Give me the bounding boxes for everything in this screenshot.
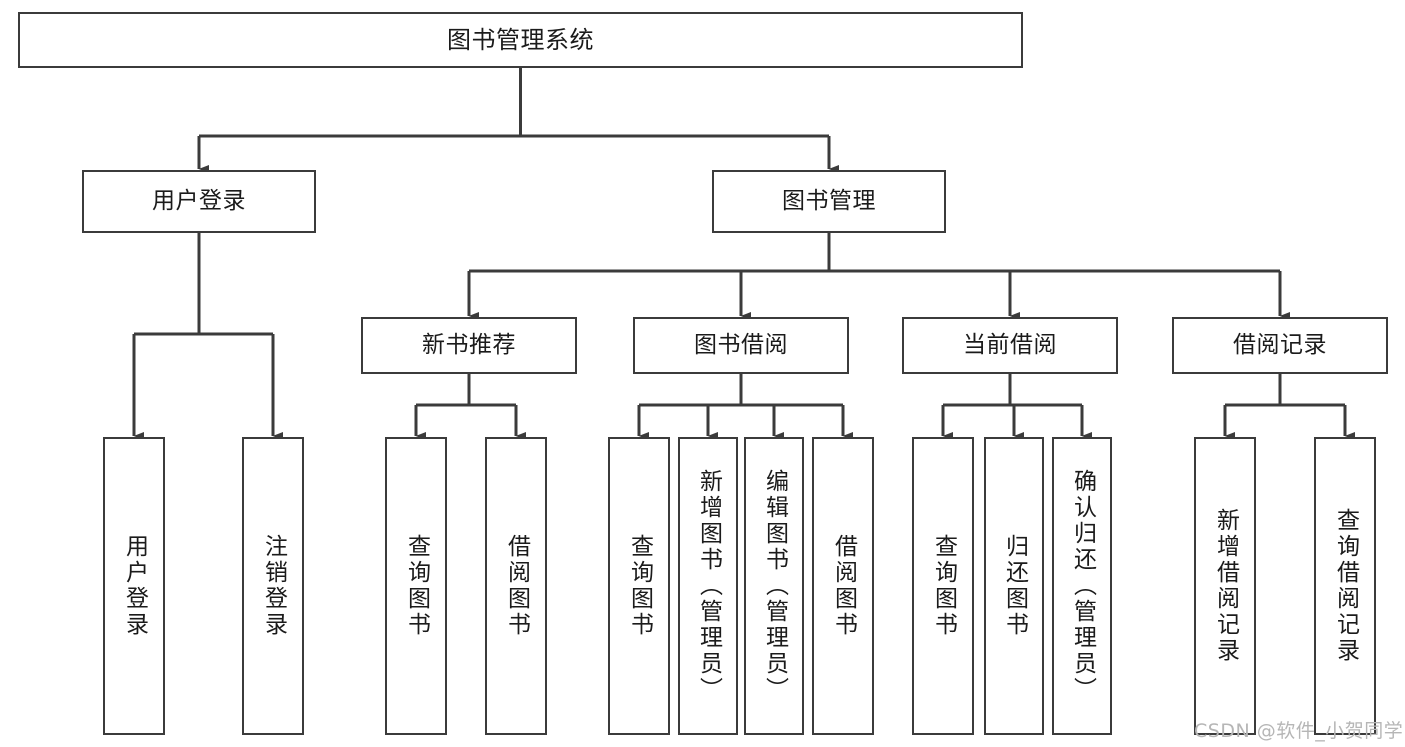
node-leaf-borrow-book-2[interactable]: 借阅图书 [812, 437, 874, 735]
node-label-current-borrow: 当前借阅 [963, 331, 1057, 358]
node-leaf-edit-book[interactable]: 编辑图书（管理员） [744, 437, 804, 735]
node-label-leaf-logout: 注销登录 [260, 534, 287, 638]
node-leaf-query-book-3[interactable]: 查询图书 [912, 437, 974, 735]
node-leaf-confirm-return[interactable]: 确认归还（管理员） [1052, 437, 1112, 735]
node-label-leaf-confirm-return: 确认归还（管理员） [1069, 469, 1096, 703]
node-leaf-add-record[interactable]: 新增借阅记录 [1194, 437, 1256, 735]
node-leaf-logout[interactable]: 注销登录 [242, 437, 304, 735]
node-label-leaf-query-book-3: 查询图书 [930, 534, 957, 638]
node-label-leaf-add-record: 新增借阅记录 [1212, 508, 1239, 664]
node-root[interactable]: 图书管理系统 [18, 12, 1023, 68]
node-borrow-record[interactable]: 借阅记录 [1172, 317, 1388, 374]
node-label-book-borrow: 图书借阅 [694, 331, 788, 358]
node-label-leaf-query-book-2: 查询图书 [626, 534, 653, 638]
node-leaf-borrow-book-1[interactable]: 借阅图书 [485, 437, 547, 735]
node-label-leaf-borrow-book-1: 借阅图书 [503, 534, 530, 638]
node-label-borrow-record: 借阅记录 [1233, 331, 1327, 358]
node-label-new-book-rec: 新书推荐 [422, 331, 516, 358]
connector-paths [132, 68, 1356, 441]
node-label-leaf-borrow-book-2: 借阅图书 [830, 534, 857, 638]
node-leaf-user-login[interactable]: 用户登录 [103, 437, 165, 735]
node-label-leaf-edit-book: 编辑图书（管理员） [761, 469, 788, 703]
node-book-manage[interactable]: 图书管理 [712, 170, 946, 233]
node-label-leaf-user-login: 用户登录 [121, 534, 148, 638]
node-label-leaf-query-record: 查询借阅记录 [1332, 508, 1359, 664]
node-user-login[interactable]: 用户登录 [82, 170, 316, 233]
node-new-book-rec[interactable]: 新书推荐 [361, 317, 577, 374]
node-label-book-manage: 图书管理 [782, 187, 876, 214]
node-label-leaf-query-book-1: 查询图书 [403, 534, 430, 638]
node-label-leaf-add-book: 新增图书（管理员） [695, 469, 722, 703]
node-label-leaf-return-book: 归还图书 [1001, 534, 1028, 638]
node-label-user-login: 用户登录 [152, 187, 246, 214]
node-leaf-query-record[interactable]: 查询借阅记录 [1314, 437, 1376, 735]
node-leaf-add-book[interactable]: 新增图书（管理员） [678, 437, 738, 735]
node-leaf-query-book-1[interactable]: 查询图书 [385, 437, 447, 735]
node-current-borrow[interactable]: 当前借阅 [902, 317, 1118, 374]
node-label-root: 图书管理系统 [447, 25, 594, 54]
node-leaf-return-book[interactable]: 归还图书 [984, 437, 1044, 735]
node-book-borrow[interactable]: 图书借阅 [633, 317, 849, 374]
node-leaf-query-book-2[interactable]: 查询图书 [608, 437, 670, 735]
